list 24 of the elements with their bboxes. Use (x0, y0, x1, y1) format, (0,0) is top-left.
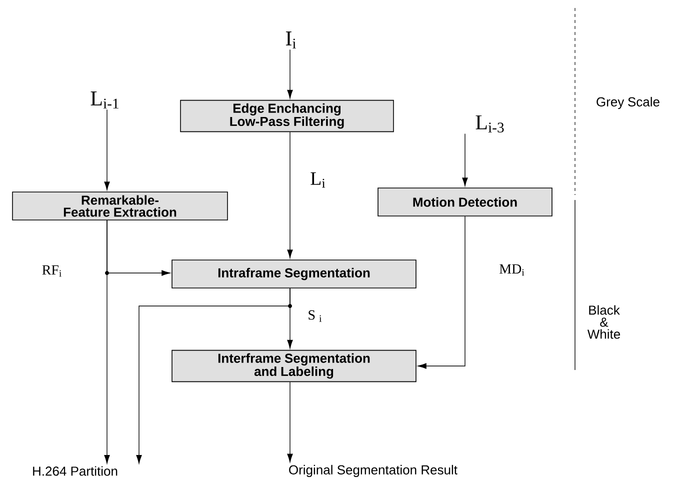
signal-label: L$_{i-3}$ (476, 116, 504, 132)
arrow (104, 109, 110, 190)
edge-label: RF$_{i}$ (40, 264, 64, 278)
arrow (104, 220, 110, 464)
process-box: Remarkable-Feature Extraction (12, 192, 228, 220)
signal-label: I$_{i}$ (286, 32, 296, 48)
region-label: Black & White (587, 305, 620, 339)
process-box: Motion Detection (378, 188, 552, 216)
edge-label: MD$_{i}$ (498, 263, 526, 277)
arrow (136, 288, 290, 464)
process-box: Interframe Segmentation and Labeling (172, 350, 416, 382)
arrow (287, 382, 293, 462)
edge-label: S $_{i}$ (306, 309, 324, 323)
arrow (418, 216, 466, 369)
output-label: Original Segmentation Result (289, 464, 458, 478)
process-box: Intraframe Segmentation (172, 260, 416, 288)
arrow (287, 49, 293, 98)
arrow (462, 133, 468, 186)
signal-label: L$_{i-1}$ (90, 92, 118, 108)
output-label: H.264 Partition (33, 466, 118, 476)
region-label: Grey Scale (596, 96, 660, 110)
arrow (287, 132, 293, 258)
edge-label: L$_{i}$ (309, 171, 327, 189)
process-box: Edge Enchancing Low-Pass Filtering (180, 100, 394, 132)
